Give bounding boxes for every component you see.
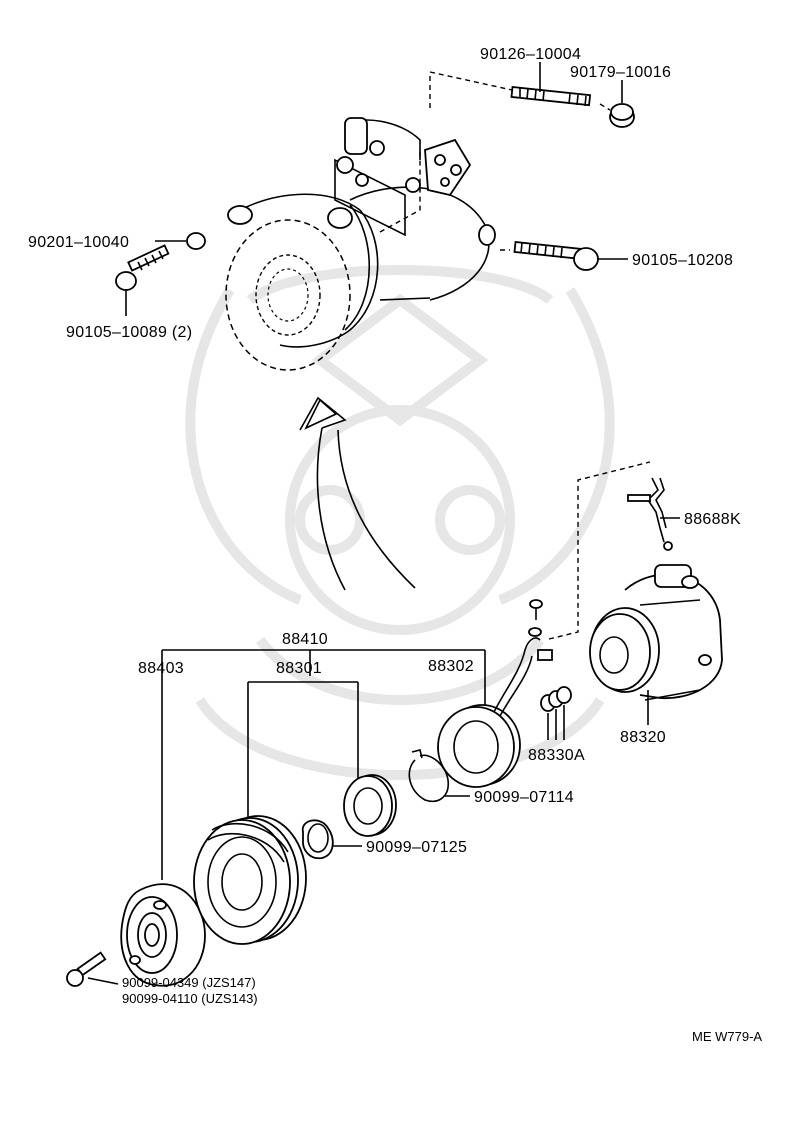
screw-icon [529,599,543,620]
snap-ring-icon [301,819,334,860]
stud-bolt-icon [510,86,592,107]
label-88302: 88302 [428,658,474,675]
long-bolt-icon [513,241,599,271]
label-88330a: 88330A [528,747,585,764]
label-90099-04349: 90099-04349 (JZS147) [122,975,256,990]
label-90201-10040: 90201–10040 [28,234,129,251]
label-88410: 88410 [282,631,328,648]
field-coil-icon [437,627,553,788]
label-88688k: 88688K [684,511,741,528]
pulley-icon [193,815,307,945]
washer-icon [186,232,206,250]
figure-code: ME W779-A [692,1029,762,1044]
shim-icon [540,686,572,712]
label-88301: 88301 [276,660,322,677]
clutch-hub-icon [120,883,206,987]
hub-bolt-icon [66,951,107,987]
connector-icon [627,477,673,551]
label-90099-07125: 90099–07125 [366,839,467,856]
compressor-icon [589,564,723,701]
label-90105-10089: 90105–10089 (2) [66,324,192,341]
label-90126-10004: 90126–10004 [480,46,581,63]
bearing-icon [343,774,397,837]
label-90099-04110: 90099-04110 (UZS143) [122,991,258,1006]
label-90179-10016: 90179–10016 [570,64,671,81]
assembly-arrow [299,396,416,591]
label-88320: 88320 [620,729,666,746]
assembly-bracket-lines [161,649,486,880]
label-88403: 88403 [138,660,184,677]
nut-icon [609,103,635,128]
circlip-icon [408,749,450,802]
bolt-icon [115,244,170,291]
label-90105-10208: 90105–10208 [632,252,733,269]
compressor-top-view [225,117,496,371]
label-90099-07114: 90099–07114 [474,789,574,806]
